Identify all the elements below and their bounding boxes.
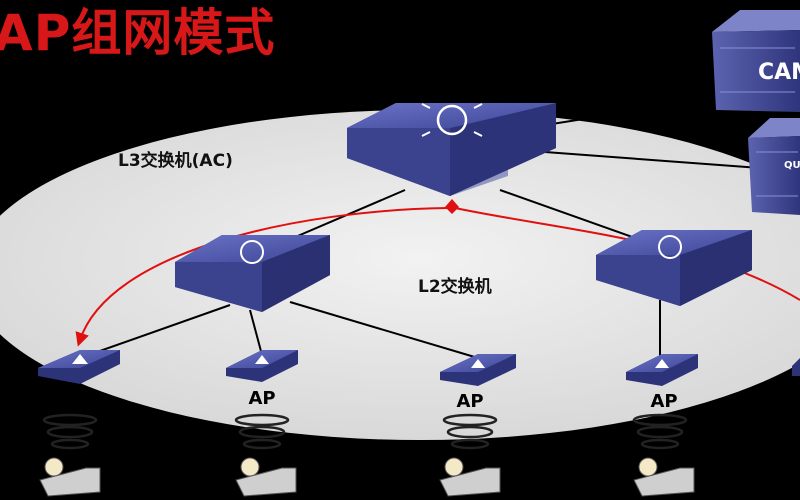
server-icon [712, 10, 800, 112]
laptop-icon [235, 457, 297, 497]
l3-switch-label: L3交换机(AC) [118, 151, 233, 171]
network-area-ellipse [0, 110, 800, 440]
ap-icon [792, 358, 800, 376]
l2-switch-icon [596, 230, 752, 306]
laptop-icon [39, 457, 101, 497]
ap-label: AP [650, 391, 678, 412]
control-path-origin-marker [445, 199, 459, 214]
laptop-icon [633, 457, 695, 497]
server-label: QU [784, 160, 800, 171]
ap-icon [626, 354, 698, 386]
ap-icon [440, 354, 516, 386]
diagram-title: AP组网模式 [0, 4, 276, 62]
ap-icon [38, 350, 120, 384]
wireless-signal-waves [42, 413, 688, 450]
l3-switch-icon [347, 103, 556, 196]
server-label: CAM [758, 60, 800, 85]
server-icon [748, 118, 800, 215]
ap-label: AP [61, 384, 89, 405]
l2-switch-label: L2交换机 [418, 277, 492, 297]
ap-label: AP [248, 388, 276, 409]
ap-icon [226, 350, 298, 382]
laptop-icon [439, 457, 501, 497]
l2-switch-icon [175, 235, 330, 312]
ap-label: AP [456, 391, 484, 412]
